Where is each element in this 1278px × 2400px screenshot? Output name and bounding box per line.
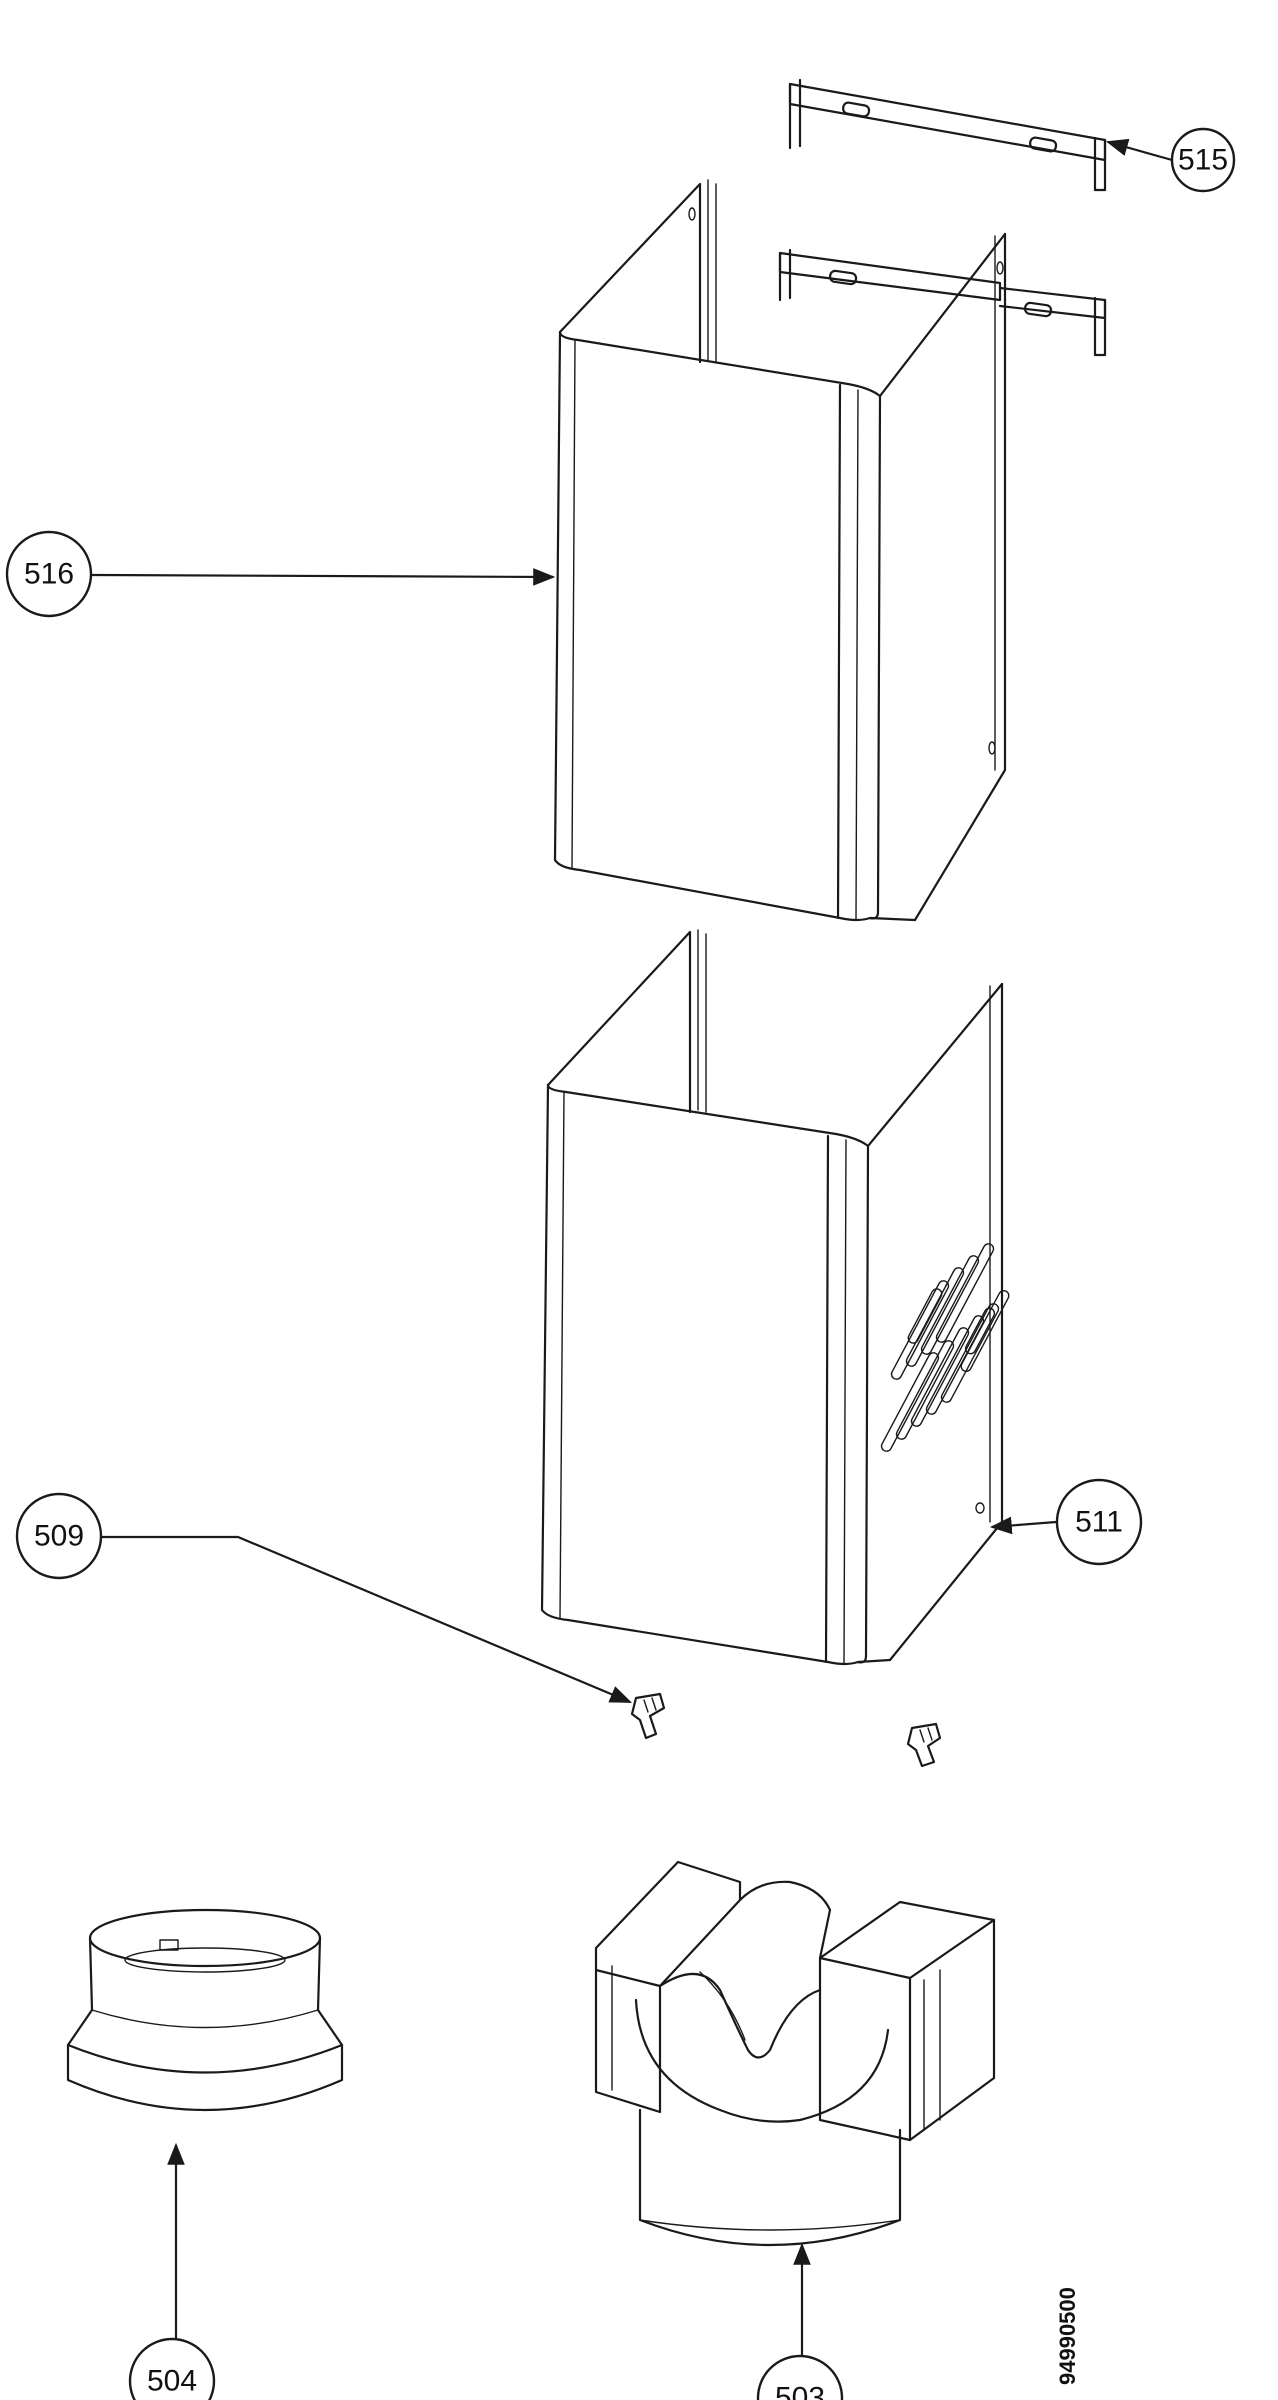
callout-515: 515 [1170,127,1236,193]
callout-label: 511 [1075,1506,1123,1539]
mounting-bracket-lower [778,248,1107,357]
lower-chimney-cover-511 [540,929,1010,1666]
callout-509: 509 [15,1492,103,1580]
air-diverter-503 [594,1860,996,2247]
duct-reducer-504 [66,1908,344,2112]
callout-516: 516 [5,530,93,618]
callout-504: 504 [128,2337,216,2400]
document-number: 94990500 [1055,2287,1080,2385]
mounting-bracket-515 [788,78,1107,192]
clip-509-left [630,1692,666,1740]
callout-label: 516 [24,558,74,591]
ventilation-slots [880,1243,1010,1452]
upper-chimney-cover-516 [553,179,1007,922]
clip-509-right [906,1722,942,1768]
leader-lines [91,138,1173,2362]
callout-511: 511 [1055,1478,1143,1566]
callout-label: 509 [34,1520,84,1553]
callout-label: 503 [775,2382,825,2400]
callout-503: 503 [756,2354,844,2400]
callout-label: 504 [147,2365,197,2398]
callout-label: 515 [1178,144,1228,177]
